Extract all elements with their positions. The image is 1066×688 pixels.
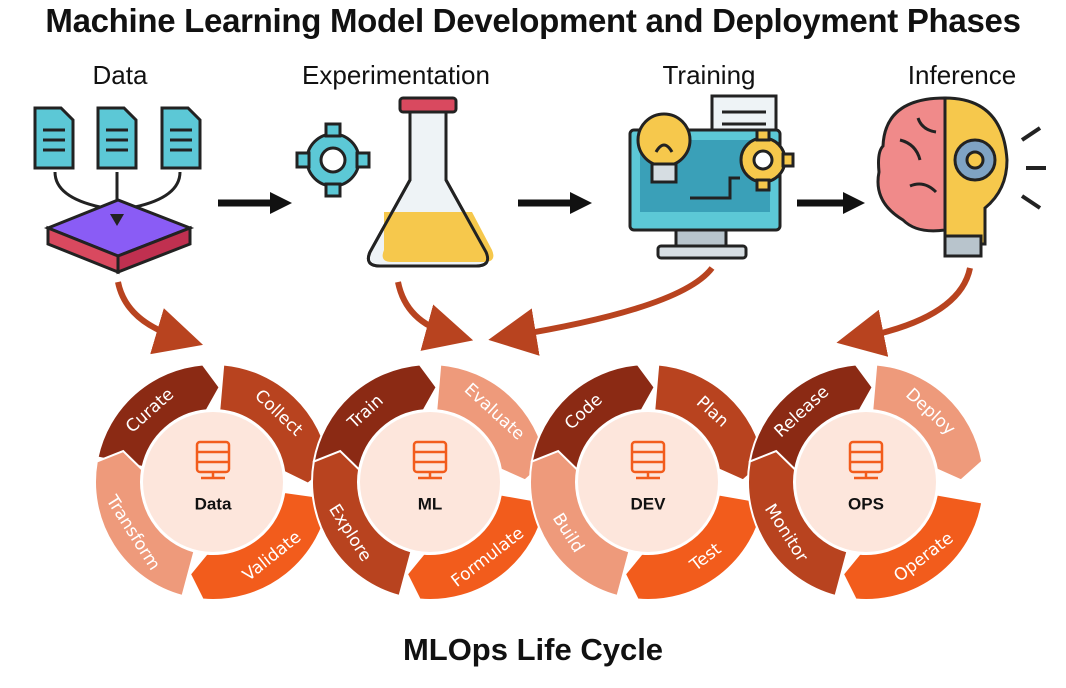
phase-to-cycle-arrows (115, 266, 973, 357)
cycle-hub-label: Data (195, 495, 232, 514)
phase-label-experimentation: Experimentation (302, 60, 490, 90)
cycle-segment (871, 363, 984, 482)
cycle-hub-label: DEV (631, 495, 667, 514)
diagram-title: Machine Learning Model Development and D… (45, 2, 1021, 39)
cycle-hub-label: ML (418, 495, 443, 514)
cycle-hub (143, 412, 283, 552)
phase-label-data: Data (92, 60, 148, 90)
cycle-segment (188, 490, 331, 601)
cycle-hub (796, 412, 936, 552)
phase-flow-arrows (218, 192, 865, 214)
cycle-segment (530, 363, 656, 471)
server-icon (195, 440, 231, 480)
team-gear-icon (848, 440, 884, 480)
cycle-title: MLOps Life Cycle (402, 632, 664, 667)
cycle-segment (841, 493, 984, 601)
gear-flask-icon (295, 96, 494, 268)
code-window-icon (630, 440, 666, 480)
phase-label-inference: Inference (907, 60, 1017, 90)
phase-label-training: Training (662, 60, 756, 90)
documents-to-database-icon (33, 106, 202, 275)
cycle-segment (748, 363, 874, 471)
monitor-lightbulb-gear-icon (628, 94, 795, 260)
cycle-hub (360, 412, 500, 552)
cycle-segment (529, 449, 631, 598)
brain-circuit-icon (412, 440, 448, 480)
cycle-segment (312, 363, 438, 471)
cycle-hub-label: OPS (848, 495, 884, 514)
brain-lightbulb-icon (876, 96, 1046, 258)
cycle-segment (96, 363, 221, 469)
cycle-segment (405, 493, 548, 601)
cycle-segment (623, 493, 766, 601)
cycle-segment (747, 449, 849, 598)
cycle-hub (578, 412, 718, 552)
cycle-segment (311, 449, 413, 598)
cycle-segment (94, 449, 196, 598)
